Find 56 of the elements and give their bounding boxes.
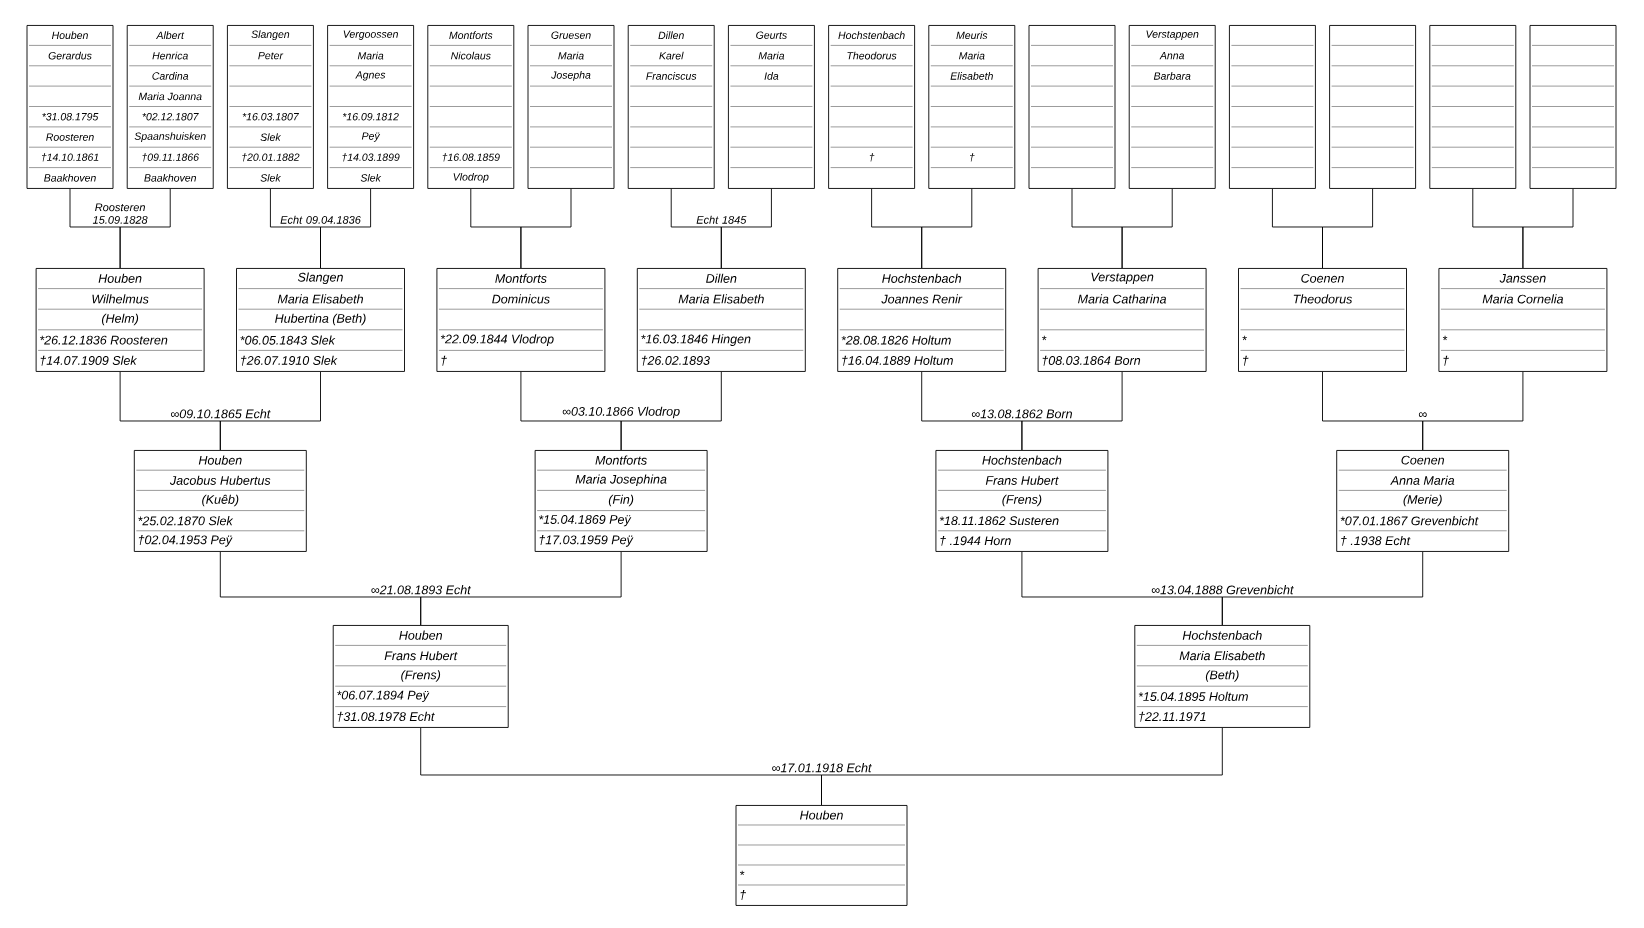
person-box: [1329, 25, 1417, 189]
connector-line: [620, 371, 722, 451]
connector-line: [1221, 551, 1424, 626]
connector-line: [1322, 188, 1374, 269]
connector-line: [420, 551, 622, 626]
person-box: Dillen Karel Franciscus: [627, 25, 715, 189]
person-box: Verstappen Maria Catharina * †08.03.1864 Born: [1037, 268, 1207, 372]
person-box: [1529, 25, 1617, 189]
marriage-label: ∞17.01.1918 Echt: [772, 763, 872, 773]
person-box: Slangen Peter *16.03.1807 Slek †20.01.1882 Slek: [226, 25, 314, 189]
person-box: Hochstenbach Frans Hubert (Frens) *18.11.1862 Susteren † .1944 Horn: [935, 450, 1109, 552]
person-box: Houben Jacobus Hubertus (Kuêb) *25.02.1870 Slek †02.04.1953 Peÿ: [133, 450, 307, 552]
connector-line: [320, 188, 372, 269]
connector-line: [1522, 188, 1574, 269]
person-box: Hochstenbach Maria Elisabeth (Beth) *15.04.1895 Holtum †22.11.1971: [1134, 625, 1311, 728]
marriage-label: ∞13.08.1862 Born: [971, 409, 1072, 419]
person-box: Slangen Maria Elisabeth Hubertina (Beth) *06.05.1843 Slek †26.07.1910 Slek: [236, 268, 405, 372]
connector-line: [119, 188, 171, 269]
person-box: Gruesen Maria Josepha: [527, 25, 615, 189]
person-box: Meuris Maria Elisabeth †: [928, 25, 1016, 189]
marriage-label: ∞09.10.1865 Echt: [170, 409, 271, 419]
person-box: Houben Wilhelmus (Helm) *26.12.1836 Roosteren †14.07.1909 Slek: [35, 268, 205, 372]
connector-line: [219, 371, 321, 451]
person-box: [1429, 25, 1517, 189]
person-box: Hochstenbach Theodorus †: [828, 25, 916, 189]
connector-line: [1121, 188, 1173, 269]
person-box: Hochstenbach Joannes Renir *28.08.1826 Holtum †16.04.1889 Holtum: [837, 268, 1007, 372]
marriage-label: ∞13.04.1888 Grevenbicht: [1151, 585, 1294, 595]
person-box: Geurts Maria Ida: [727, 25, 815, 189]
marriage-label: ∞: [1418, 412, 1427, 418]
person-box: Montforts Dominicus *22.09.1844 Vlodrop †: [436, 268, 606, 372]
connector-line: [821, 727, 1223, 806]
person-box: Houben * †: [735, 805, 908, 906]
connector-line: [720, 188, 772, 269]
person-box: Houben Frans Hubert (Frens) *06.07.1894 Peÿ †31.08.1978 Echt: [332, 625, 509, 728]
person-box: Houben Gerardus *31.08.1795 Roosteren †14.10.1861 Baakhoven: [26, 25, 114, 189]
person-box: [1028, 25, 1116, 189]
person-box: Albert Henrica Cardina Maria Joanna *02.12.1807 Spaanshuisken †09.11.1866 Baakhoven: [126, 25, 214, 189]
person-box: Dillen Maria Elisabeth *16.03.1846 Hingen †26.02.1893: [636, 268, 806, 372]
marriage-label: Echt 09.04.1836: [280, 215, 361, 224]
person-box: Vergoossen Maria Agnes *16.09.1812 Peÿ †14.03.1899 Slek: [327, 25, 415, 189]
person-box: [1228, 25, 1316, 189]
person-box: Coenen Theodorus * †: [1238, 268, 1407, 372]
connector-line: [1422, 371, 1524, 451]
marriage-label: Roosteren 15.09.1828: [92, 203, 148, 224]
marriage-label: Echt 1845: [696, 215, 747, 224]
marriage-label: ∞03.10.1866 Vlodrop: [562, 406, 680, 419]
person-box: Coenen Anna Maria (Merie) *07.01.1867 Grevenbicht † .1938 Echt: [1336, 450, 1510, 552]
person-box: Janssen Maria Cornelia * †: [1438, 268, 1608, 372]
connector-line: [520, 188, 572, 269]
person-box: Montforts Nicolaus †16.08.1859 Vlodrop: [427, 25, 515, 189]
connector-line: [921, 188, 973, 269]
person-box: Montforts Maria Josephina (Fin) *15.04.1869 Peÿ †17.03.1959 Peÿ: [534, 450, 708, 552]
person-box: Verstappen Anna Barbara: [1128, 25, 1216, 189]
marriage-label: ∞21.08.1893 Echt: [371, 585, 472, 595]
connector-line: [1021, 371, 1123, 451]
